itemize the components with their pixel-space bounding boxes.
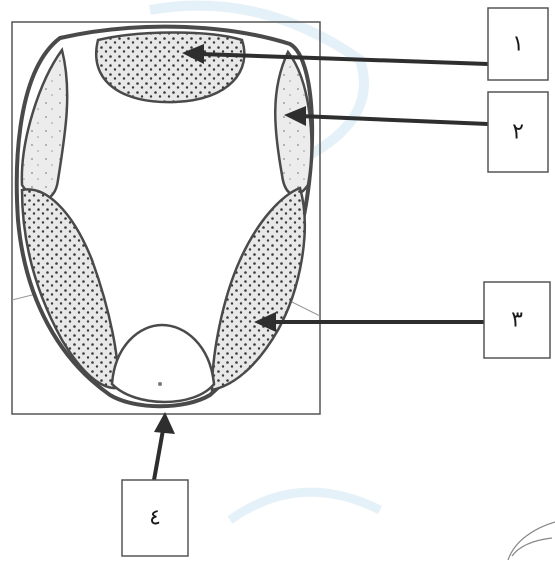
label-3-text: ٣ [511,308,523,333]
label-2-text: ٢ [512,120,524,145]
arrow-4 [154,430,163,480]
right-tick-line [288,300,320,316]
corner-doodle [508,522,555,560]
label-1-text: ١ [512,32,524,57]
label-box-3: ٣ [484,282,550,358]
label-4-text: ٤ [149,506,161,531]
arrow-4-head [154,412,175,434]
label-box-2: ٢ [488,92,548,172]
arrow-2 [300,116,488,124]
label-box-4: ٤ [122,480,188,556]
label-box-1: ١ [488,8,548,80]
region-4-dot [158,382,162,386]
